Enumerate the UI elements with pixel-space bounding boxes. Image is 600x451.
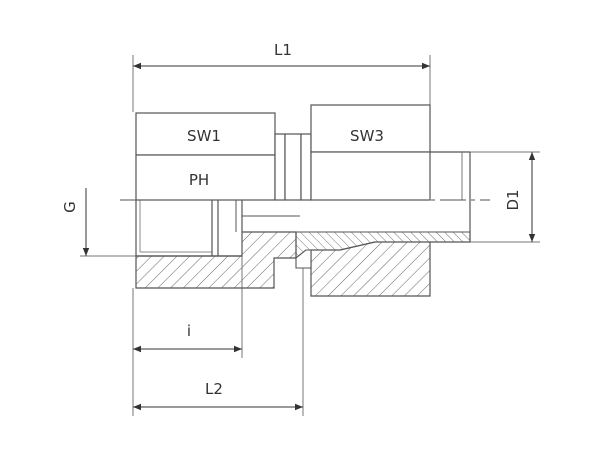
left-body — [135, 112, 300, 289]
neck — [274, 133, 312, 201]
label-l1: L1 — [274, 41, 292, 59]
label-g: G — [61, 201, 79, 213]
label-d1: D1 — [504, 189, 522, 210]
tube — [430, 151, 471, 243]
label-sw1: SW1 — [187, 127, 221, 145]
label-i: i — [187, 322, 191, 340]
label-sw3: SW3 — [350, 127, 384, 145]
label-ph: PH — [189, 171, 209, 189]
label-l2: L2 — [205, 380, 223, 398]
